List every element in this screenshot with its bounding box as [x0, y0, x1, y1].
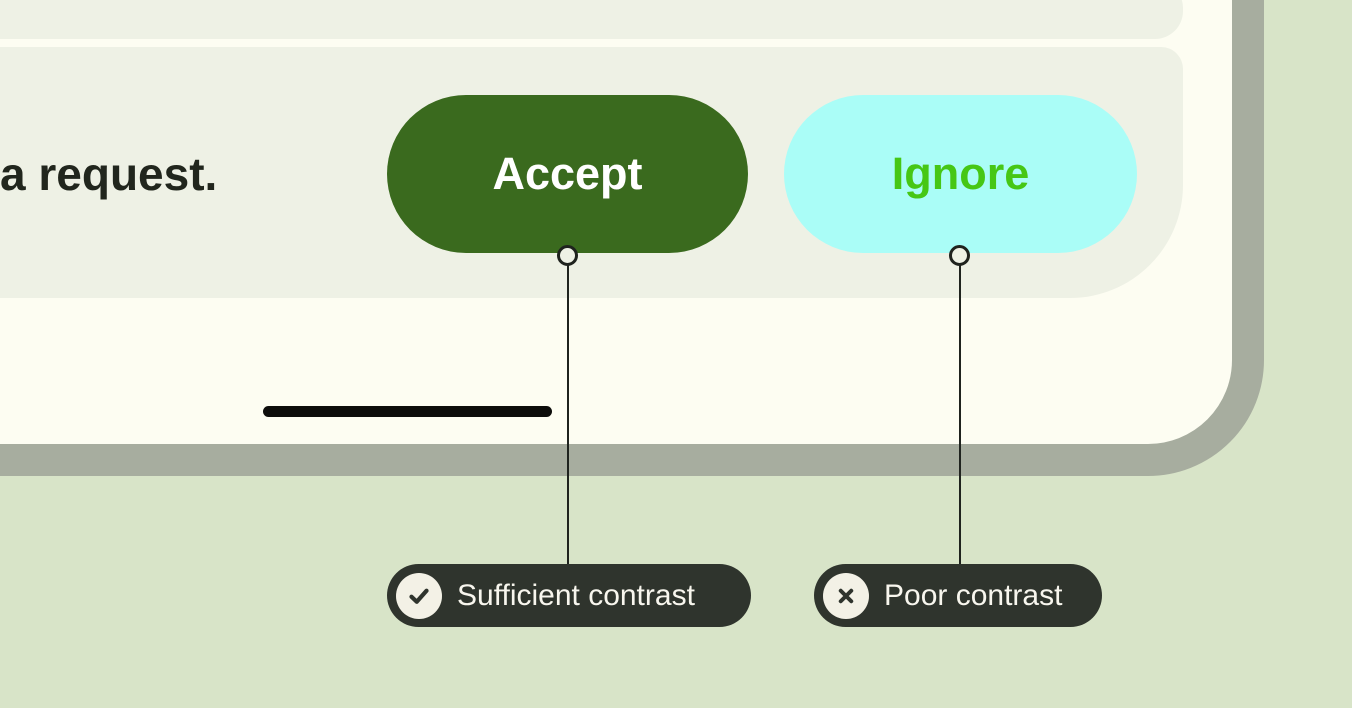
ignore-callout-line — [959, 256, 961, 566]
notification-message: a request. — [0, 148, 218, 200]
check-circle-icon — [396, 572, 442, 619]
ignore-callout-anchor — [949, 245, 970, 266]
accept-button[interactable]: Accept — [387, 95, 748, 253]
sufficient-contrast-label: Sufficient contrast — [457, 578, 695, 612]
poor-contrast-label: Poor contrast — [884, 578, 1063, 612]
ignore-button[interactable]: Ignore — [784, 95, 1137, 253]
notification-card-partial — [0, 0, 1183, 39]
poor-contrast-callout: Poor contrast — [814, 564, 1102, 627]
sufficient-contrast-callout: Sufficient contrast — [387, 564, 751, 627]
accept-callout-anchor — [557, 245, 578, 266]
x-circle-icon — [823, 572, 869, 619]
accept-callout-line — [567, 256, 569, 566]
home-indicator — [263, 406, 552, 417]
